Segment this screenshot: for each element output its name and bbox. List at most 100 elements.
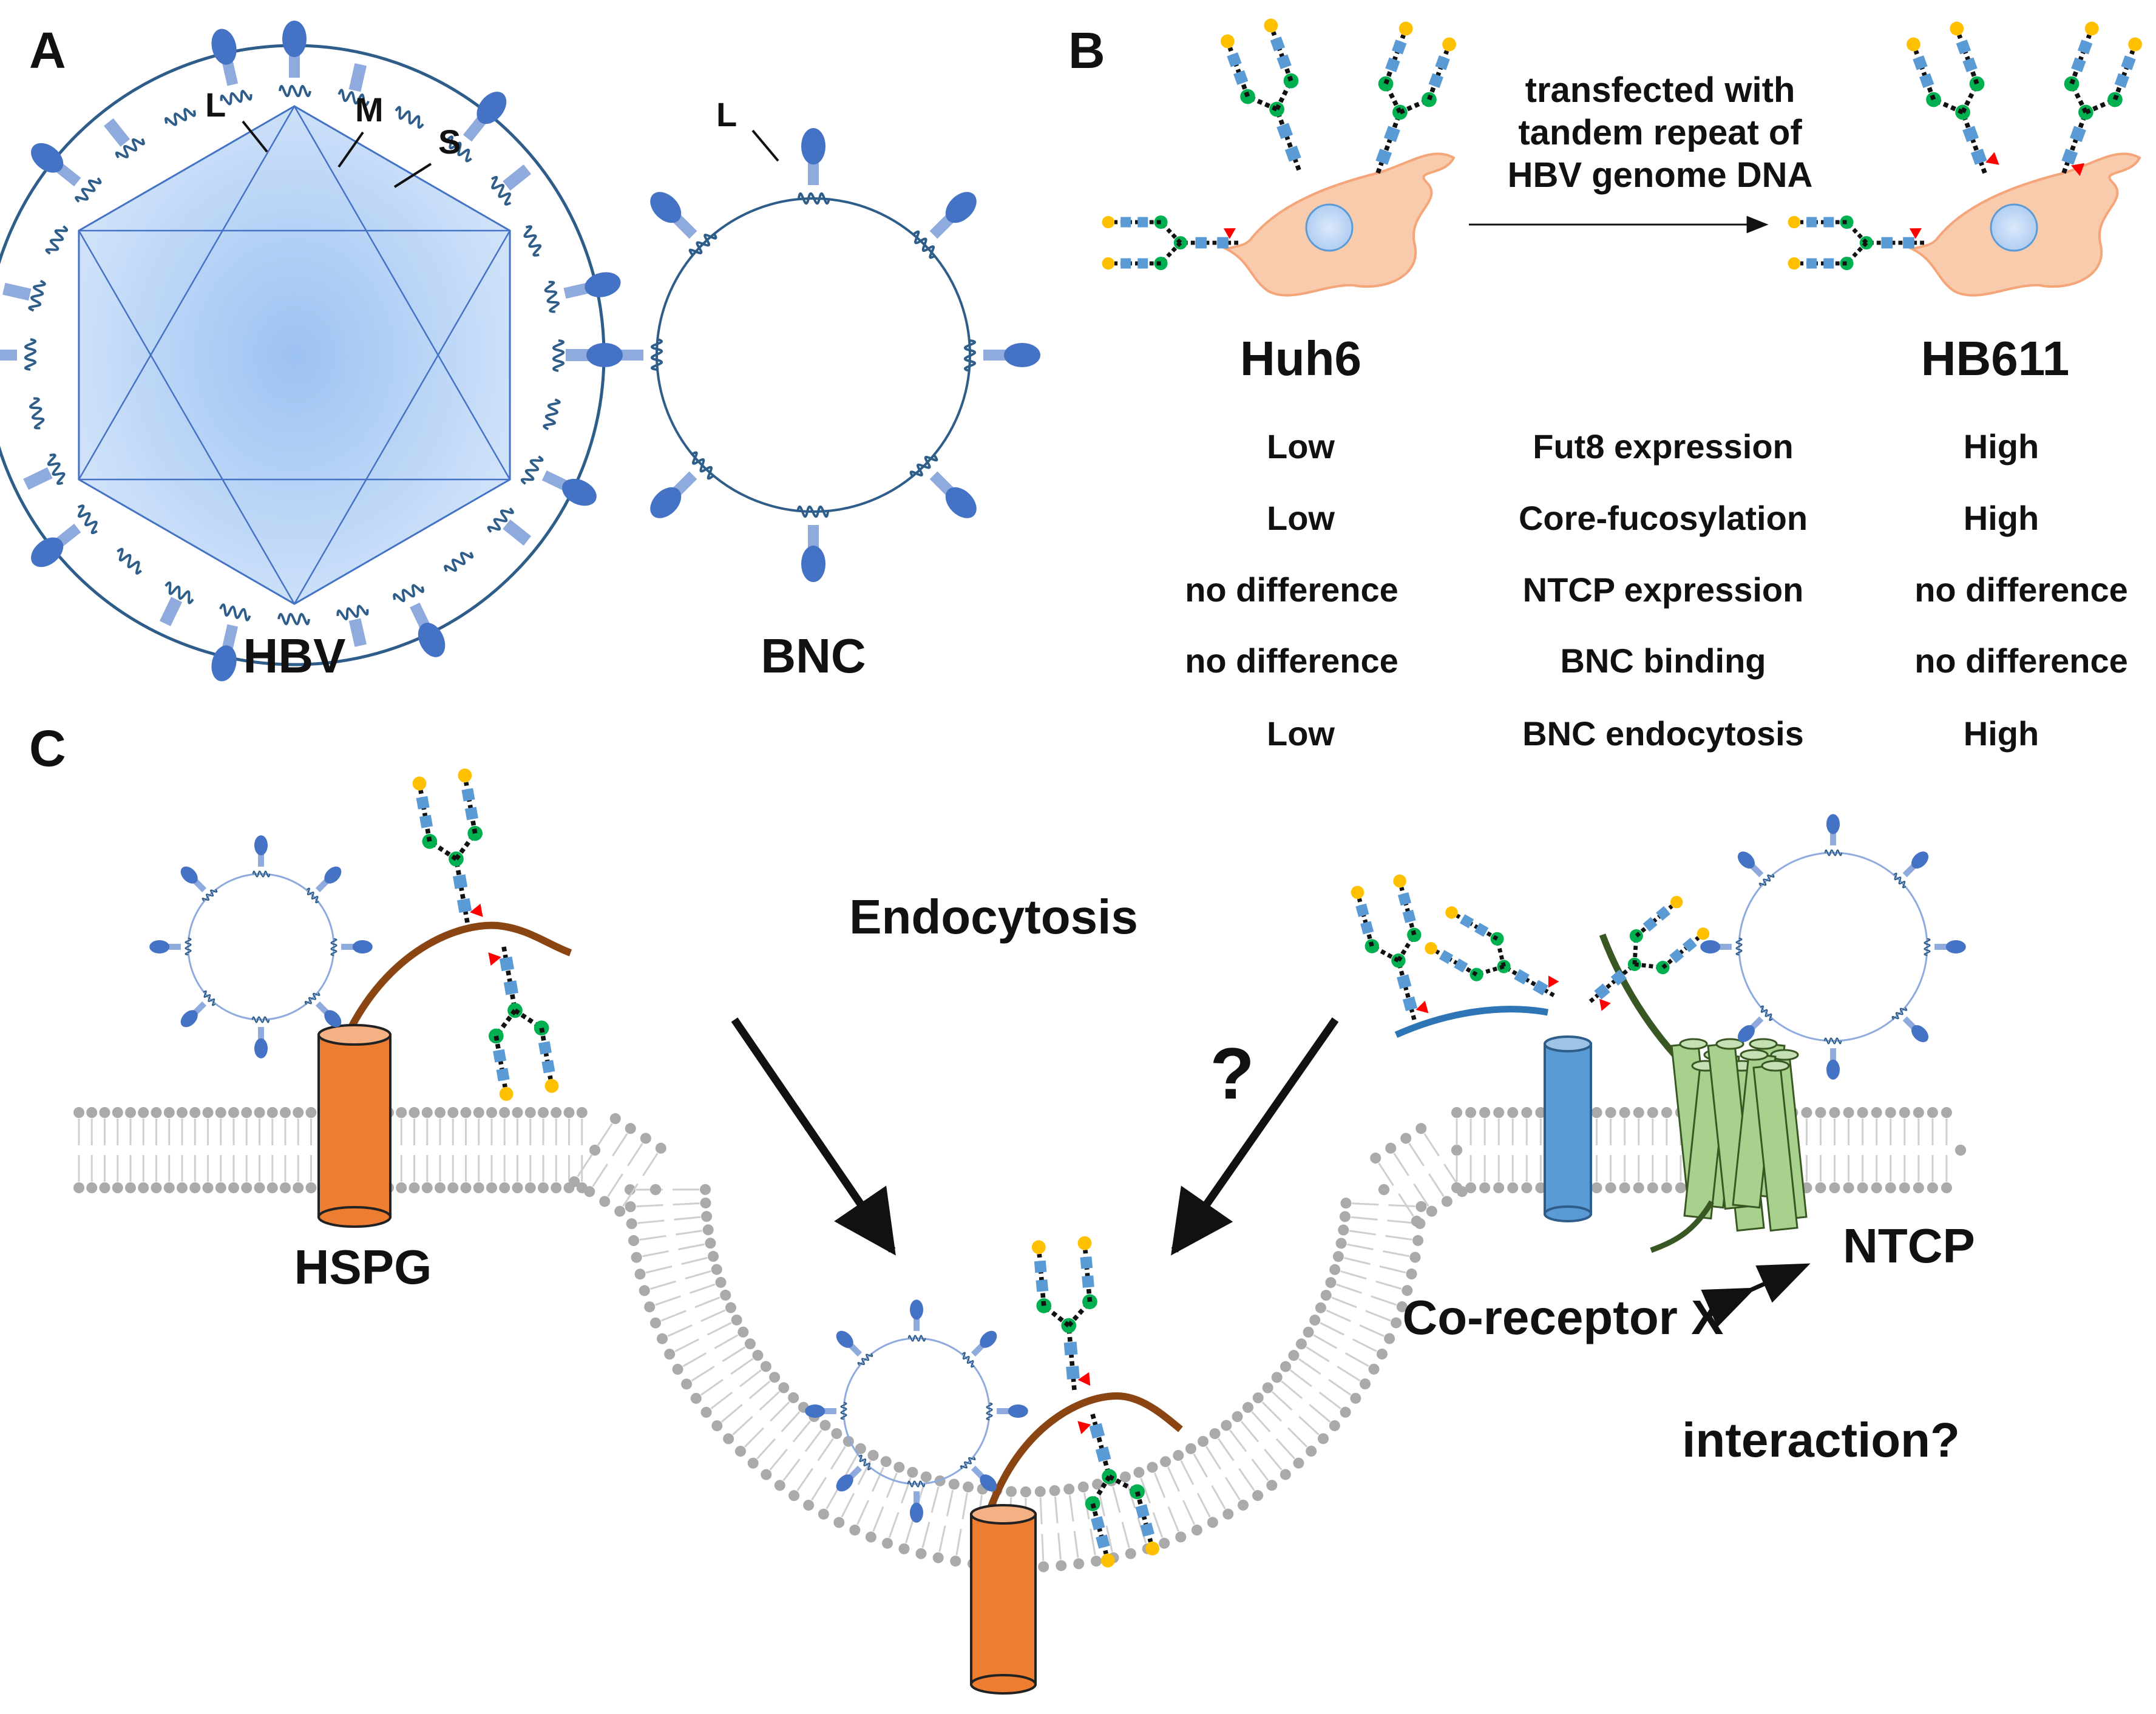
surface-protein <box>986 1402 1028 1421</box>
label-s-protein: S <box>438 123 461 161</box>
interaction-label: interaction? <box>1682 1413 1960 1467</box>
surface-protein <box>796 506 829 582</box>
surface-protein <box>29 397 45 430</box>
row-feature: BNC endocytosis <box>1522 714 1804 753</box>
surface-protein <box>907 1299 926 1342</box>
surface-protein <box>149 937 192 956</box>
panel-letter-a: A <box>29 22 66 79</box>
row-feature: BNC binding <box>1560 642 1766 680</box>
surface-protein <box>520 455 597 506</box>
surface-protein <box>907 1480 926 1523</box>
row-right-value: High <box>1964 714 2039 753</box>
surface-protein <box>960 1456 997 1492</box>
hbv-particle <box>0 21 621 682</box>
n-glycan <box>1031 1236 1097 1391</box>
ntcp-label: NTCP <box>1843 1219 1975 1273</box>
surface-protein <box>586 338 663 371</box>
surface-protein <box>45 225 69 255</box>
surface-protein <box>337 63 370 107</box>
surface-protein <box>1891 1007 1929 1043</box>
surface-protein <box>211 29 253 106</box>
surface-protein <box>1823 1037 1842 1080</box>
table-row: no difference NTCP expression no differe… <box>1185 571 2128 609</box>
coreceptor-x <box>1394 1006 1592 1222</box>
surface-protein <box>543 398 561 430</box>
surface-protein <box>251 1016 270 1059</box>
ntcp-transporter <box>1599 933 1808 1253</box>
surface-protein <box>805 1401 847 1420</box>
n-glycan <box>1102 215 1238 271</box>
surface-protein <box>2 280 46 312</box>
huh6-glycans <box>1102 18 1456 271</box>
endocytosis-arrow-right <box>1171 1017 1339 1256</box>
surface-protein <box>336 605 369 647</box>
surface-protein <box>1824 814 1843 856</box>
hb611-label: HB611 <box>1921 331 2070 385</box>
hspg-center <box>970 1392 1183 1695</box>
bnc-surface-proteins <box>586 128 1040 582</box>
interaction-arrow <box>1701 1263 1811 1327</box>
hspg-glycans-left <box>412 768 559 1101</box>
surface-protein <box>180 990 216 1028</box>
surface-protein <box>964 339 1040 372</box>
hspg-label: HSPG <box>294 1240 432 1294</box>
surface-protein <box>211 603 251 682</box>
comparison-table: Low Fut8 expression High Low Core-fucosy… <box>1185 427 2128 753</box>
surface-protein <box>650 192 717 256</box>
hbv-label: HBV <box>243 629 346 683</box>
question-mark: ? <box>1210 1033 1254 1114</box>
bnc-particle-left <box>149 835 373 1059</box>
hspg-left <box>317 921 572 1228</box>
surface-protein <box>1700 937 1743 956</box>
panel-letter-c: C <box>29 720 66 777</box>
surface-protein <box>444 552 474 572</box>
surface-protein <box>279 21 311 97</box>
surface-protein <box>104 118 145 158</box>
surface-protein <box>447 92 507 163</box>
surface-protein <box>650 451 714 518</box>
surface-protein <box>523 225 542 257</box>
surface-protein <box>31 504 98 567</box>
bnc-label: BNC <box>761 629 866 683</box>
bnc-particle-center <box>805 1299 1028 1523</box>
row-left-value: Low <box>1267 427 1335 466</box>
surface-protein <box>23 453 66 490</box>
row-feature: Fut8 expression <box>1533 427 1793 466</box>
n-glycan <box>1221 18 1301 171</box>
row-left-value: Low <box>1267 714 1335 753</box>
table-row: Low Fut8 expression High <box>1267 427 2039 466</box>
surface-protein <box>913 192 977 259</box>
table-row: Low Core-fucosylation High <box>1267 499 2039 537</box>
surface-protein <box>836 1454 872 1492</box>
label-m-protein: M <box>355 90 384 129</box>
table-row: Low BNC endocytosis High <box>1267 714 2039 753</box>
surface-protein <box>1893 851 1929 889</box>
surface-protein <box>306 866 342 904</box>
row-left-value: no difference <box>1185 571 1398 609</box>
n-glycan <box>1425 906 1559 997</box>
surface-protein <box>544 272 621 313</box>
surface-protein <box>487 507 532 546</box>
receptor-glycans-right <box>1351 874 1710 1020</box>
n-glycan <box>1588 896 1710 1011</box>
surface-protein <box>395 106 424 129</box>
hb611-glycans <box>1788 21 2142 271</box>
panel-letter-b: B <box>1068 22 1105 79</box>
bnc-particle-right <box>1700 814 1966 1080</box>
n-glycan <box>412 768 483 923</box>
surface-protein <box>552 339 592 372</box>
surface-protein <box>909 455 977 518</box>
n-glycan <box>1907 21 1999 174</box>
huh6-label: Huh6 <box>1240 331 1361 385</box>
surface-protein <box>304 992 342 1028</box>
surface-protein <box>491 164 532 206</box>
row-left-value: Low <box>1267 499 1335 537</box>
surface-protein <box>1737 1005 1773 1043</box>
n-glycan <box>1788 215 1924 271</box>
label-l-protein: L <box>205 86 226 124</box>
surface-protein <box>798 128 830 205</box>
hspg-glycans-center <box>1031 1236 1160 1568</box>
arrow-text-line3: HBV genome DNA <box>1508 155 1813 195</box>
surface-protein <box>159 581 194 626</box>
